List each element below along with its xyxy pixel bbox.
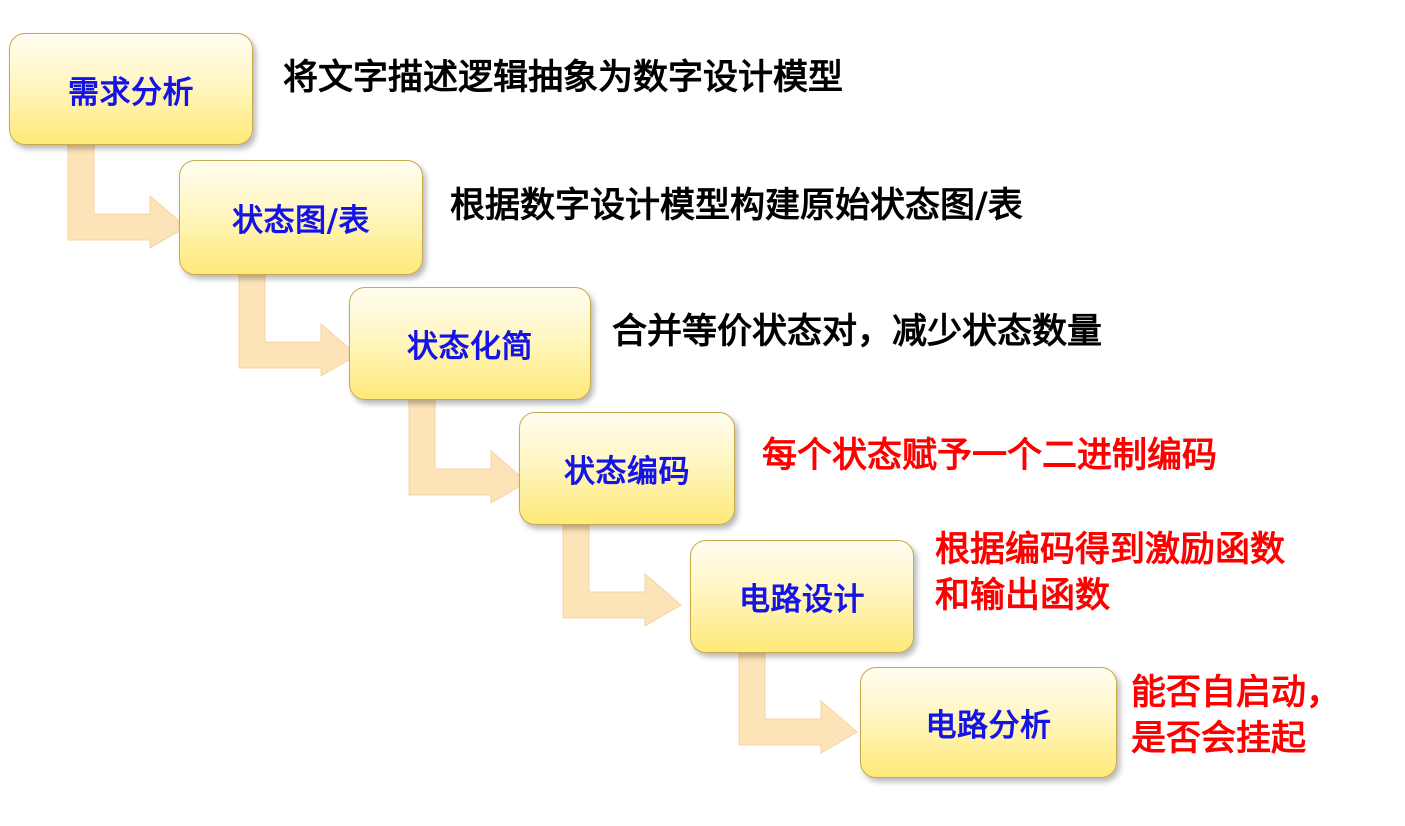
flow-arrow-5	[738, 644, 858, 754]
step-description: 合并等价状态对，减少状态数量	[612, 309, 1102, 355]
step-label: 状态化简	[407, 329, 533, 365]
step-description-line: 每个状态赋予一个二进制编码	[762, 436, 1218, 476]
flow-arrow-1	[67, 139, 187, 249]
step-description-line: 根据编码得到激励函数	[935, 530, 1286, 570]
step-description-line: 能否自启动，	[1131, 673, 1342, 713]
step-box-circuit-analysis: 电路分析	[860, 667, 1117, 778]
step-label: 电路分析	[925, 708, 1052, 744]
step-description: 根据编码得到激励函数 和输出函数	[935, 527, 1285, 619]
step-description-line: 是否会挂起	[1131, 719, 1307, 759]
step-label: 电路设计	[739, 582, 865, 618]
step-description-line: 将文字描述逻辑抽象为数字设计模型	[283, 58, 844, 98]
step-box-state-encoding: 状态编码	[519, 412, 735, 525]
step-label: 状态图/表	[232, 203, 370, 239]
step-description-line: 和输出函数	[935, 576, 1111, 616]
flow-arrow-2	[238, 267, 358, 377]
step-box-requirements-analysis: 需求分析	[9, 33, 253, 145]
step-box-state-diagram: 状态图/表	[179, 160, 423, 275]
step-description-line: 合并等价状态对，减少状态数量	[612, 312, 1103, 352]
flow-arrow-3	[408, 394, 528, 504]
step-label: 需求分析	[68, 74, 194, 111]
step-description: 根据数字设计模型构建原始状态图/表	[450, 183, 1023, 229]
step-label: 状态编码	[564, 454, 690, 490]
step-description: 将文字描述逻辑抽象为数字设计模型	[283, 55, 843, 101]
step-box-circuit-design: 电路设计	[690, 540, 914, 653]
step-description: 能否自启动， 是否会挂起	[1131, 670, 1341, 762]
flow-arrow-4	[562, 517, 682, 627]
step-box-state-reduction: 状态化简	[349, 287, 591, 400]
step-description: 每个状态赋予一个二进制编码	[762, 433, 1217, 479]
step-description-line: 根据数字设计模型构建原始状态图/表	[450, 186, 1023, 226]
